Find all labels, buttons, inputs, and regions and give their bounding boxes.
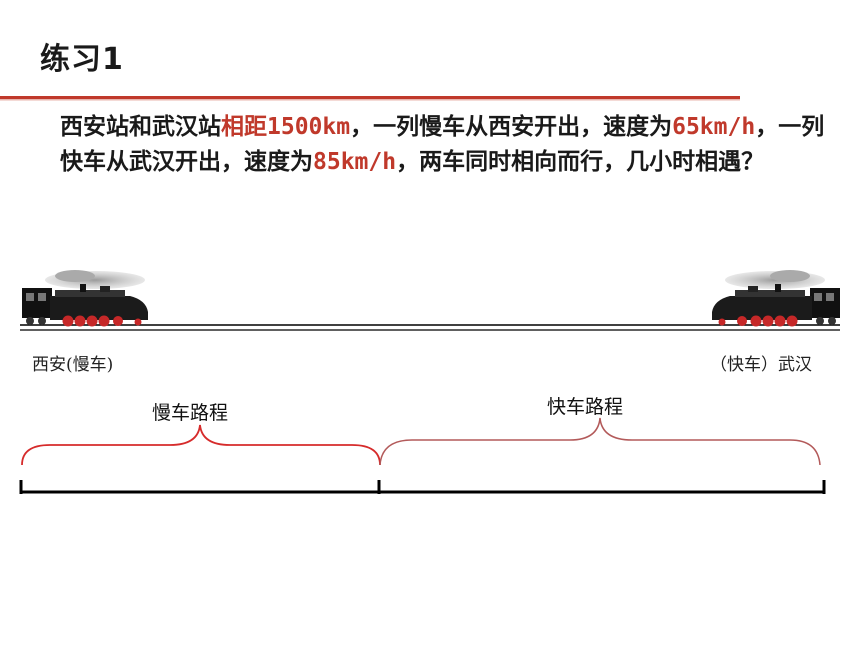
right-station-label: （快车）武汉 xyxy=(710,355,812,375)
problem-part: ，一列快车从武汉开出，速度为 xyxy=(60,114,825,175)
slow-distance-brace xyxy=(21,424,381,466)
slow-segment-label: 慢车路程 xyxy=(152,402,229,424)
title-rule xyxy=(0,96,740,101)
fast-speed-highlight: 85km/h xyxy=(313,149,397,175)
fast-segment-label: 快车路程 xyxy=(547,396,624,418)
problem-part: ，两车同时相向而行，几小时相遇？ xyxy=(396,149,765,175)
distance-line xyxy=(19,480,826,494)
slide-title: 练习1 xyxy=(40,42,124,77)
slow-speed-highlight: 65km/h xyxy=(672,114,756,140)
problem-text: 西安站和武汉站相距1500km，一列慢车从西安开出，速度为65km/h，一列快车… xyxy=(60,110,830,180)
fast-distance-brace xyxy=(379,417,821,466)
railway-track xyxy=(20,324,840,331)
problem-part: ，一列慢车从西安开出，速度为 xyxy=(350,114,673,140)
distance-highlight: 相距1500km xyxy=(221,114,351,140)
problem-part: 西安站和武汉站 xyxy=(60,114,221,140)
left-station-label: 西安(慢车) xyxy=(32,355,114,375)
right-train-icon xyxy=(712,270,840,327)
left-train-icon xyxy=(22,270,148,327)
